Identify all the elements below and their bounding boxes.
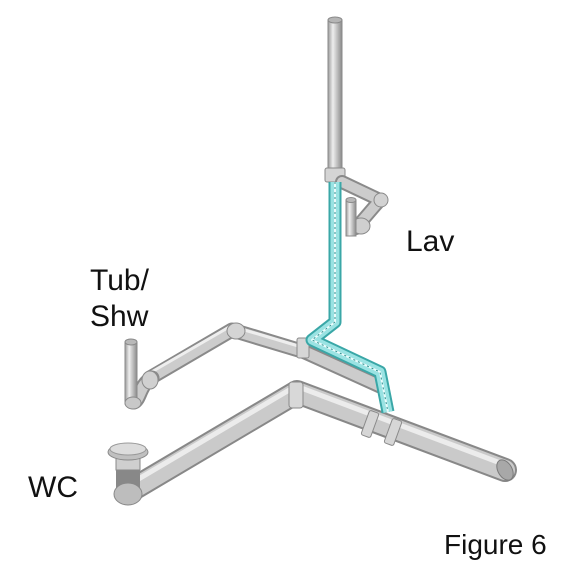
label-tub-line2: Shw (90, 300, 149, 333)
main-drain-pipe (116, 380, 517, 504)
lav-fixture (335, 175, 389, 237)
tub-shower-branch (124, 322, 388, 410)
label-wc: WC (28, 471, 78, 504)
label-tub-line1: Tub/ (90, 264, 150, 297)
figure-caption: Figure 6 (444, 529, 547, 560)
wc-fixture (107, 442, 149, 506)
highlighted-wet-vent (305, 182, 395, 414)
label-lav: Lav (406, 225, 454, 258)
vent-stack (324, 16, 346, 183)
